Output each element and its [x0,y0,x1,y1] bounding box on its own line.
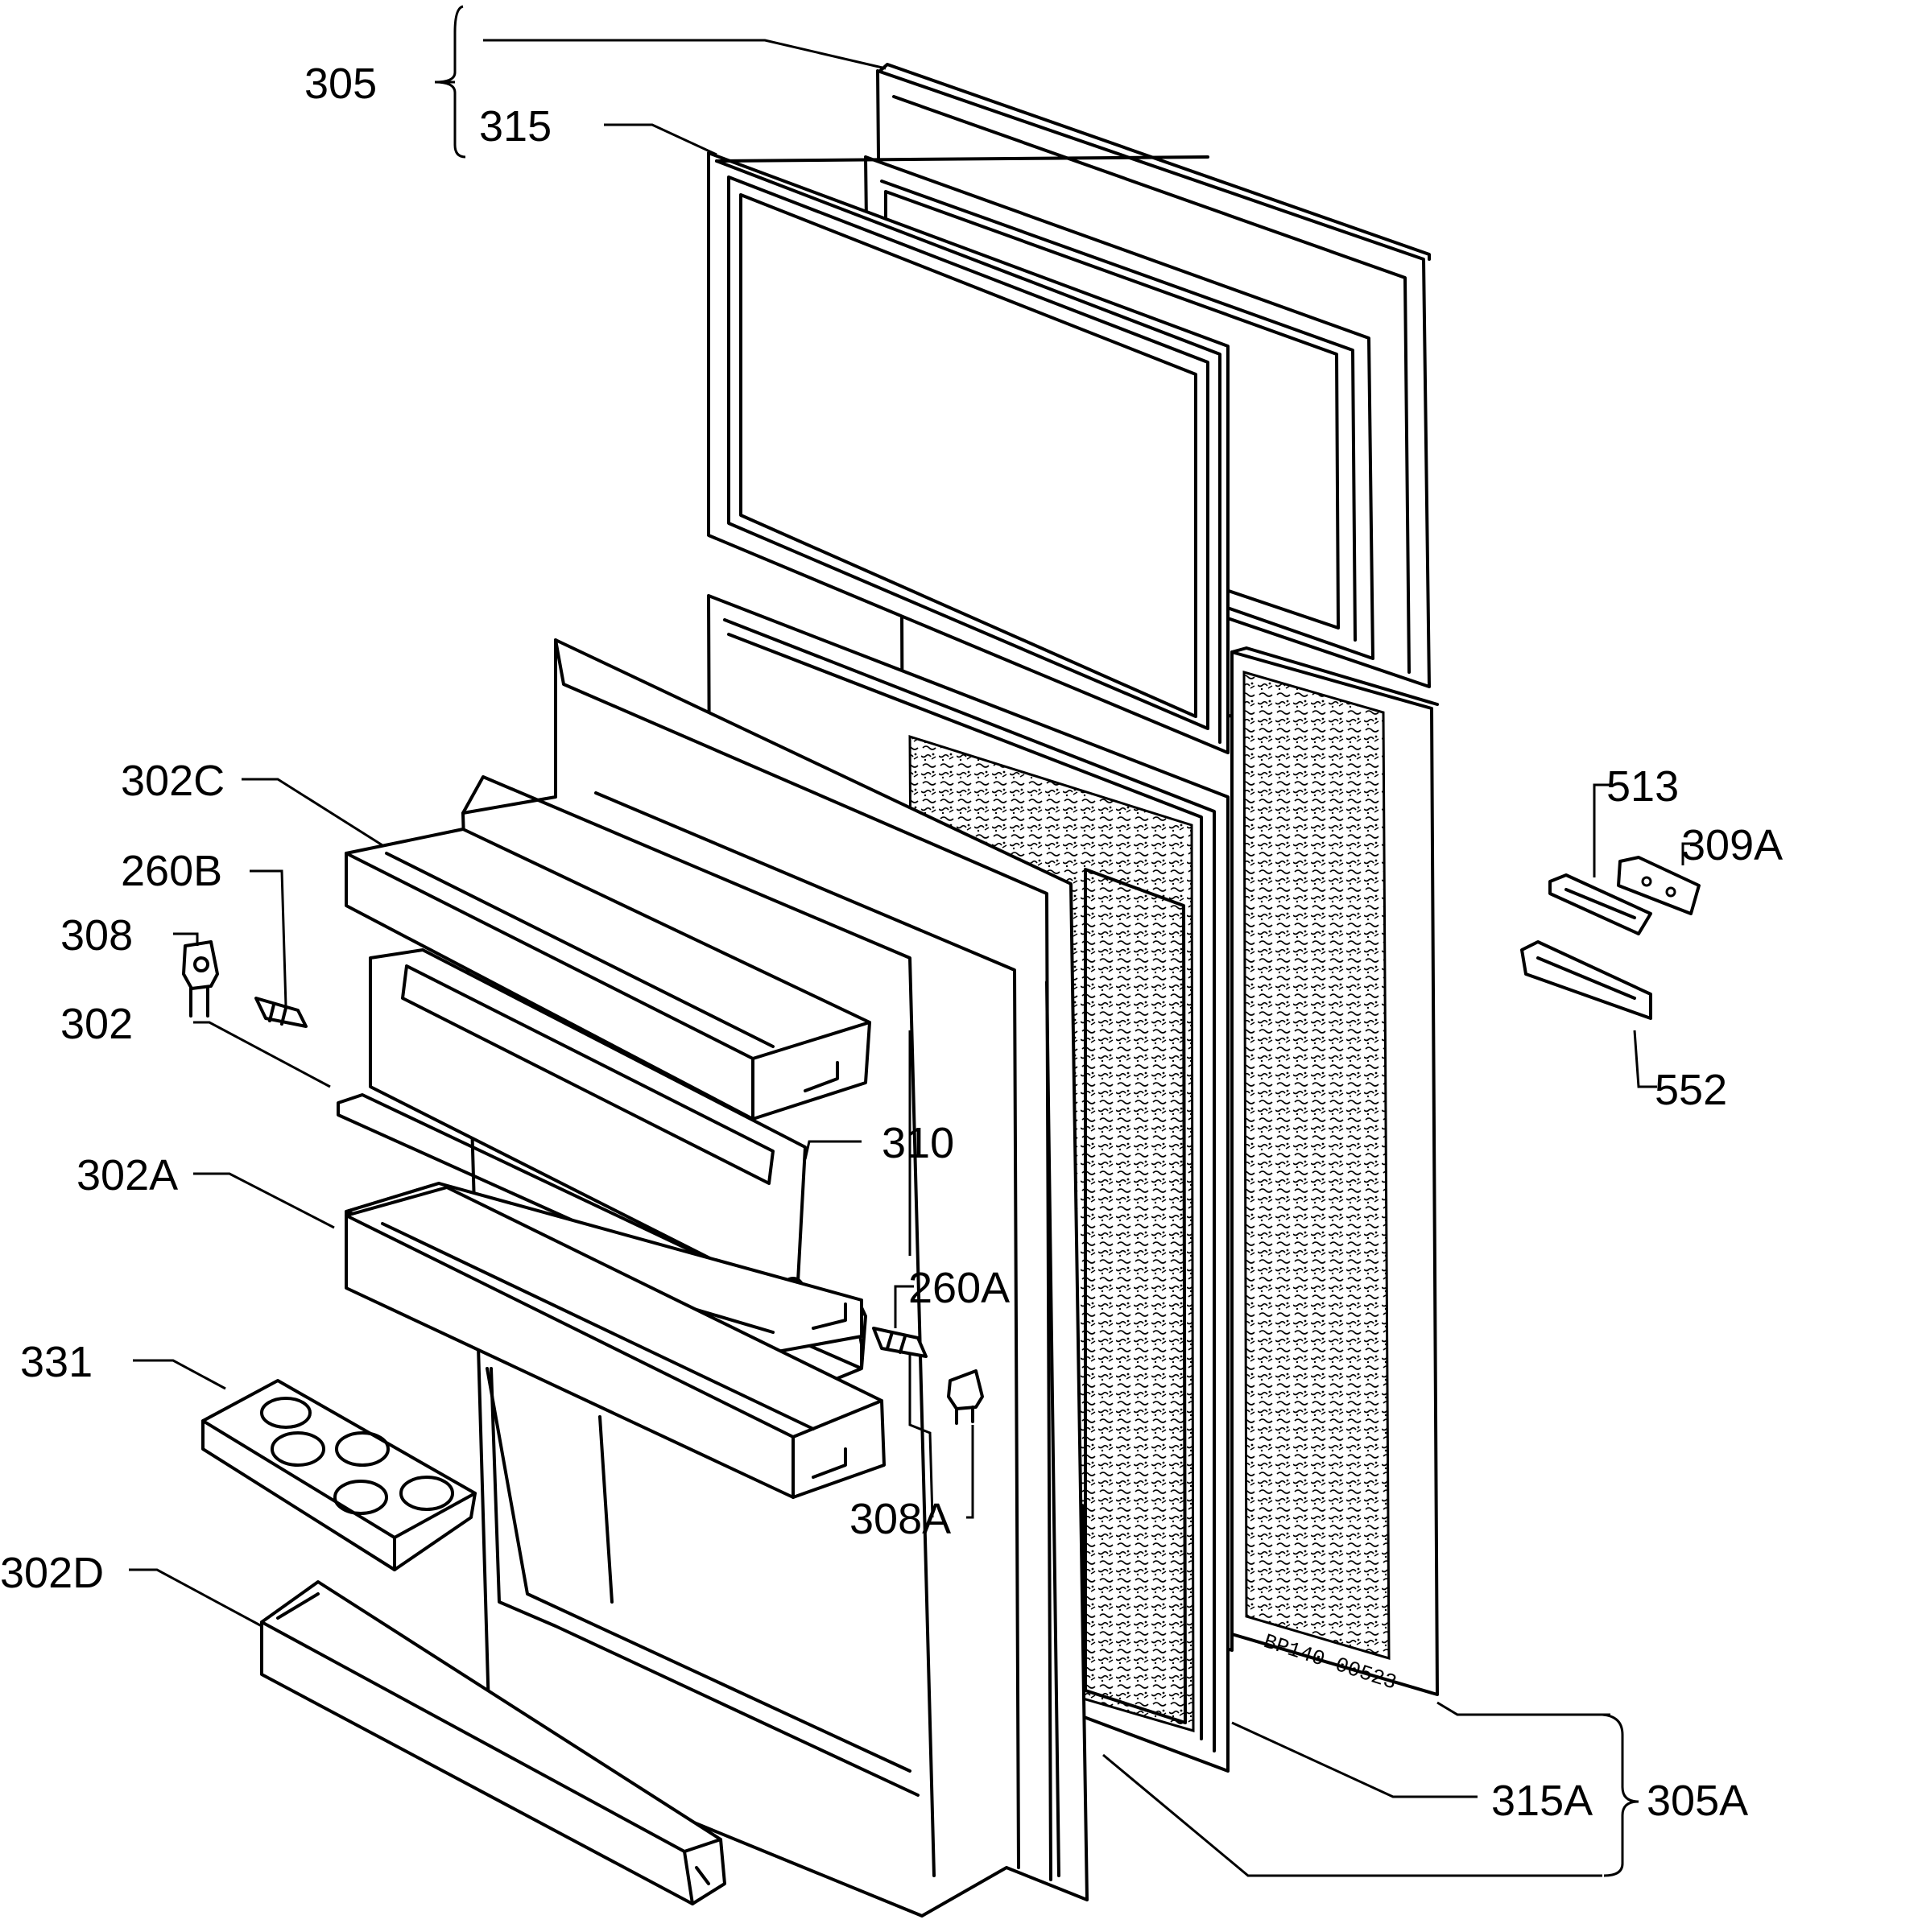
label-308a: 308A [849,1495,951,1543]
label-308: 308 [60,911,133,960]
leader-lines [129,5,1695,1877]
label-315a: 315A [1491,1777,1593,1825]
label-260a: 260A [908,1264,1010,1312]
label-302a: 302A [76,1151,178,1199]
lower-outer-door-305a [1230,646,1439,1696]
hinge-308a [947,1369,984,1425]
label-302: 302 [60,1000,133,1048]
egg-tray-331 [201,1379,477,1571]
shelf-lower [345,1186,886,1499]
pin-260b [254,997,308,1028]
label-302c: 302C [121,757,225,805]
shelf-302c [345,828,871,1121]
hinge-308 [182,940,219,1018]
label-305: 305 [304,60,377,108]
label-305a: 305A [1647,1777,1748,1825]
handle-cover-309a [1617,856,1701,915]
label-552: 552 [1655,1066,1727,1114]
label-513: 513 [1606,762,1679,811]
label-310: 310 [882,1119,954,1167]
label-331: 331 [20,1338,93,1386]
pin-260a [872,1327,928,1358]
label-260b: 260B [121,847,222,895]
handle-552 [1520,940,1652,1020]
upper-gasket-315 [707,151,1230,754]
bottle-shelf-302d [260,1580,726,1905]
label-309a: 309A [1681,821,1783,869]
handle-part-513 [1548,873,1652,935]
label-302d: 302D [0,1549,104,1597]
label-315: 315 [479,102,552,151]
